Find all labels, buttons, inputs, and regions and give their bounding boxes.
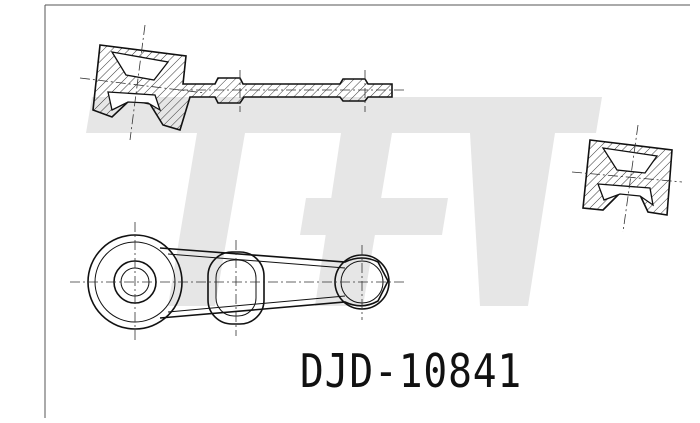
part-number-label: DJD-10841 [300,344,523,398]
section-view-small [571,124,683,233]
plan-view-ball-joint [70,222,405,342]
section-view-arm [79,24,405,141]
drawing-frame [44,4,690,418]
watermark-logo [86,97,602,306]
